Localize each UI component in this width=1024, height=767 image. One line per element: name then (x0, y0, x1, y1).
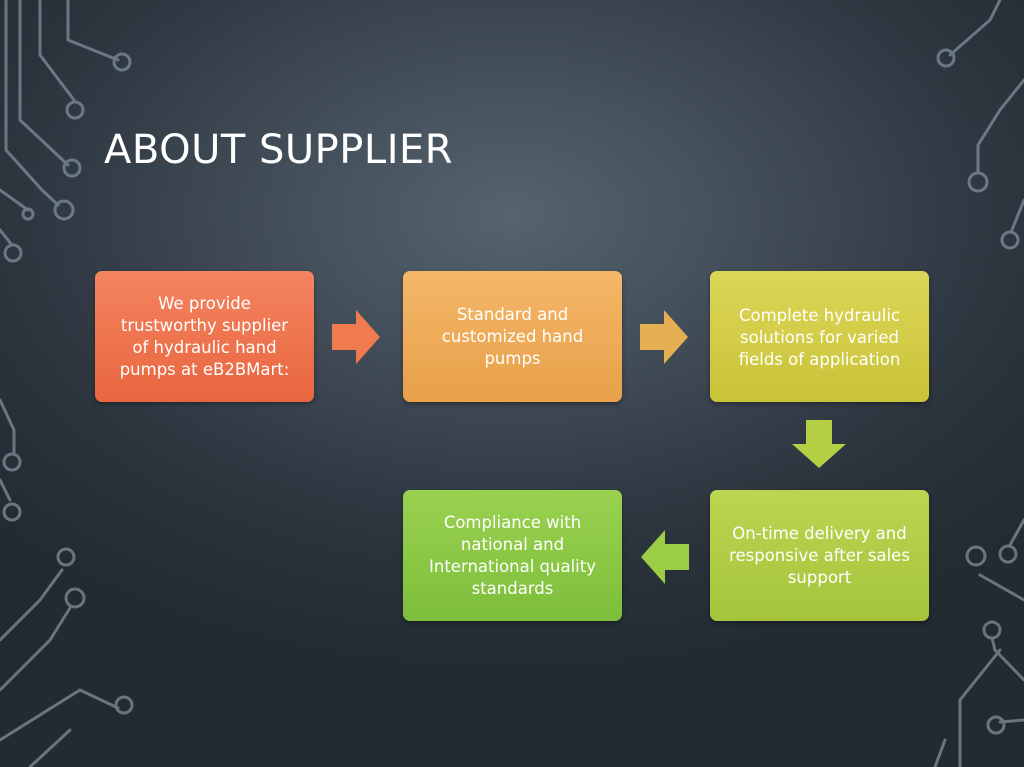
flow-step-1-line: We provide (158, 293, 251, 313)
flow-step-3: Complete hydraulic solutions for varied … (710, 271, 929, 402)
flow-step-5: Compliance with national and Internation… (403, 490, 622, 621)
flow-step-2-line: customized hand (441, 326, 584, 346)
flow-step-5-line: Compliance with (443, 512, 582, 532)
flow-step-2: Standard and customized hand pumps (403, 271, 622, 402)
arrow-down-icon (792, 420, 846, 468)
flow-step-5-line: standards (471, 578, 554, 598)
flow-step-2-line: pumps (484, 348, 541, 368)
flow-step-3-line: solutions for varied (740, 328, 899, 347)
slide-title: ABOUT SUPPLIER (104, 127, 454, 173)
flow-step-2-line: Standard and (456, 304, 569, 324)
flow-step-4: On-time delivery and responsive after sa… (710, 490, 929, 621)
flow-step-5-line: International quality (429, 556, 596, 576)
flow-step-3-line: Complete hydraulic (738, 306, 901, 325)
arrow-left-icon (641, 530, 689, 584)
flow-step-1: We provide trustworthy supplier of hydra… (95, 271, 314, 402)
arrow-right-icon (332, 310, 380, 364)
flow-step-1-line: trustworthy supplier (120, 315, 289, 335)
flow-step-4-line: support (787, 567, 852, 587)
flow-step-1-line: of hydraulic hand (132, 337, 277, 357)
flow-step-4-line: On-time delivery and (732, 523, 907, 543)
arrow-right-icon (640, 310, 688, 364)
flow-step-1-line: pumps at eB2BMart: (119, 359, 290, 379)
flow-step-3-line: fields of application (738, 350, 901, 369)
flow-step-4-line: responsive after sales (729, 545, 910, 565)
flow-step-5-line: national and (460, 534, 565, 554)
